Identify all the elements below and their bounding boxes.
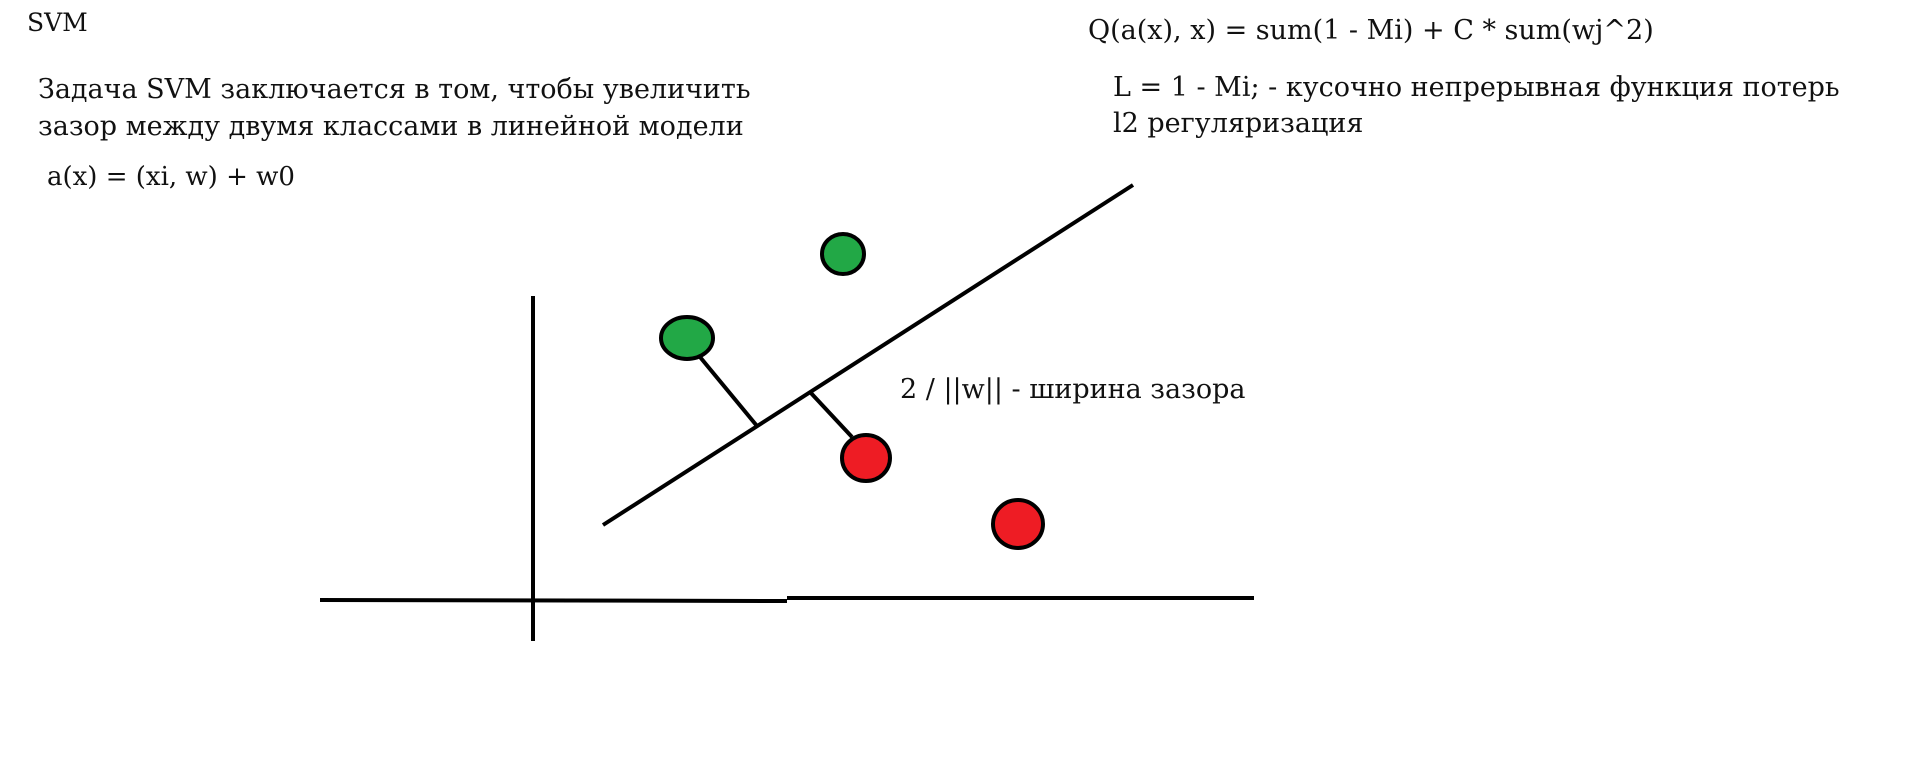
regularization-note: l2 регуляризация [1113,108,1364,139]
description-line-2: зазор между двумя классами в линейной мо… [38,111,744,142]
x-axis [319,598,788,603]
class-point-negative [840,433,892,483]
class-point-negative [991,498,1045,550]
description-line-1: Задача SVM заключается в том, чтобы увел… [38,74,751,105]
margin-distance-negative [808,390,854,439]
margin-distance-positive [698,355,759,428]
diagram-title: SVM [27,8,88,37]
model-formula: a(x) = (xi, w) + w0 [47,162,295,192]
separating-hyperplane [601,183,1135,527]
objective-formula: Q(a(x), x) = sum(1 - Mi) + C * sum(wj^2) [1088,15,1654,46]
margin-width-note: 2 / ||w|| - ширина зазора [900,374,1246,405]
class-point-positive [659,315,715,361]
class-point-positive [820,232,866,276]
loss-note: L = 1 - Mi; - кусочно непрерывная функци… [1113,72,1840,103]
